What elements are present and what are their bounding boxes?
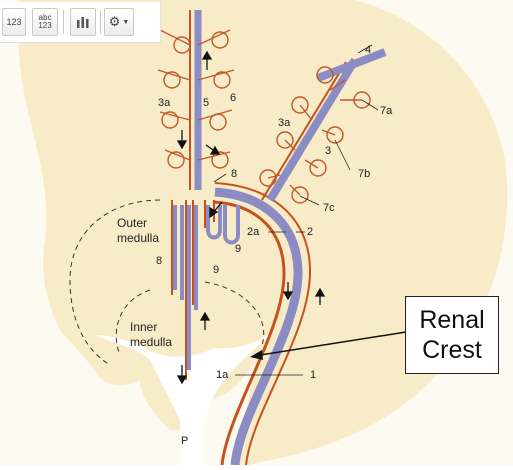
glomeruli-left xyxy=(157,29,235,169)
toolbar-separator xyxy=(100,10,101,34)
leader-lines xyxy=(213,44,379,376)
label-8-top: 8 xyxy=(231,168,238,180)
inner-medulla-label: Inner medulla xyxy=(130,320,172,350)
label-6: 6 xyxy=(230,92,237,104)
callout-line1: Renal xyxy=(419,306,485,334)
label-2a: 2a xyxy=(247,226,260,238)
outer-medulla-line2: medulla xyxy=(117,231,160,245)
label-8-bottom: 8 xyxy=(156,255,163,267)
toolbar-separator xyxy=(63,10,64,34)
flow-arrows xyxy=(176,50,326,385)
label-5: 5 xyxy=(203,97,210,109)
label-7c: 7c xyxy=(323,202,335,214)
label-3: 3 xyxy=(325,145,332,157)
number-format-button[interactable]: 123 xyxy=(2,8,26,36)
label-2: 2 xyxy=(307,226,314,238)
abc-number-label: 123 xyxy=(38,21,52,30)
label-7a: 7a xyxy=(380,105,393,117)
outer-medulla-outline xyxy=(69,199,161,366)
label-3a-left: 3a xyxy=(158,97,171,109)
main-vein xyxy=(214,187,303,466)
renal-crest-callout: Renal Crest xyxy=(405,296,499,374)
label-P: P xyxy=(181,435,189,447)
label-4: 4 xyxy=(365,44,372,56)
gear-icon: ⚙ xyxy=(108,14,121,29)
label-9-top: 9 xyxy=(235,243,242,255)
label-1: 1 xyxy=(310,369,317,381)
callout-arrowhead xyxy=(250,350,263,360)
abc-label: abc xyxy=(38,13,52,22)
settings-dropdown-button[interactable]: ⚙ ▼ xyxy=(104,8,134,36)
label-1a: 1a xyxy=(216,369,229,381)
bar-chart-icon xyxy=(77,17,89,28)
glomeruli-right xyxy=(259,66,371,204)
label-3a-right: 3a xyxy=(278,117,291,129)
label-7b: 7b xyxy=(358,168,371,180)
vasa-recta-bundle xyxy=(173,205,240,370)
label-9-bottom: 9 xyxy=(213,264,220,276)
inner-medulla-outline xyxy=(115,281,265,356)
inner-medulla-line1: Inner xyxy=(130,320,158,334)
main-artery xyxy=(212,200,286,466)
toolbar: 123 abc 123 ⚙ ▼ xyxy=(0,2,161,43)
outer-medulla-label: Outer medulla xyxy=(117,216,159,246)
chevron-down-icon: ▼ xyxy=(122,18,130,26)
callout-line2: Crest xyxy=(422,336,482,364)
callout-arrow-line xyxy=(253,331,407,357)
arcuate-vessel-top-right xyxy=(316,48,387,82)
chart-button[interactable] xyxy=(70,8,96,36)
outer-medulla-line1: Outer xyxy=(117,216,148,230)
text-number-format-button[interactable]: abc 123 xyxy=(32,8,58,36)
inner-medulla-line2: medulla xyxy=(130,335,173,349)
renal-pelvis-notch xyxy=(95,330,275,465)
main-artery-outer xyxy=(214,182,312,466)
number-format-label: 123 xyxy=(6,17,22,27)
